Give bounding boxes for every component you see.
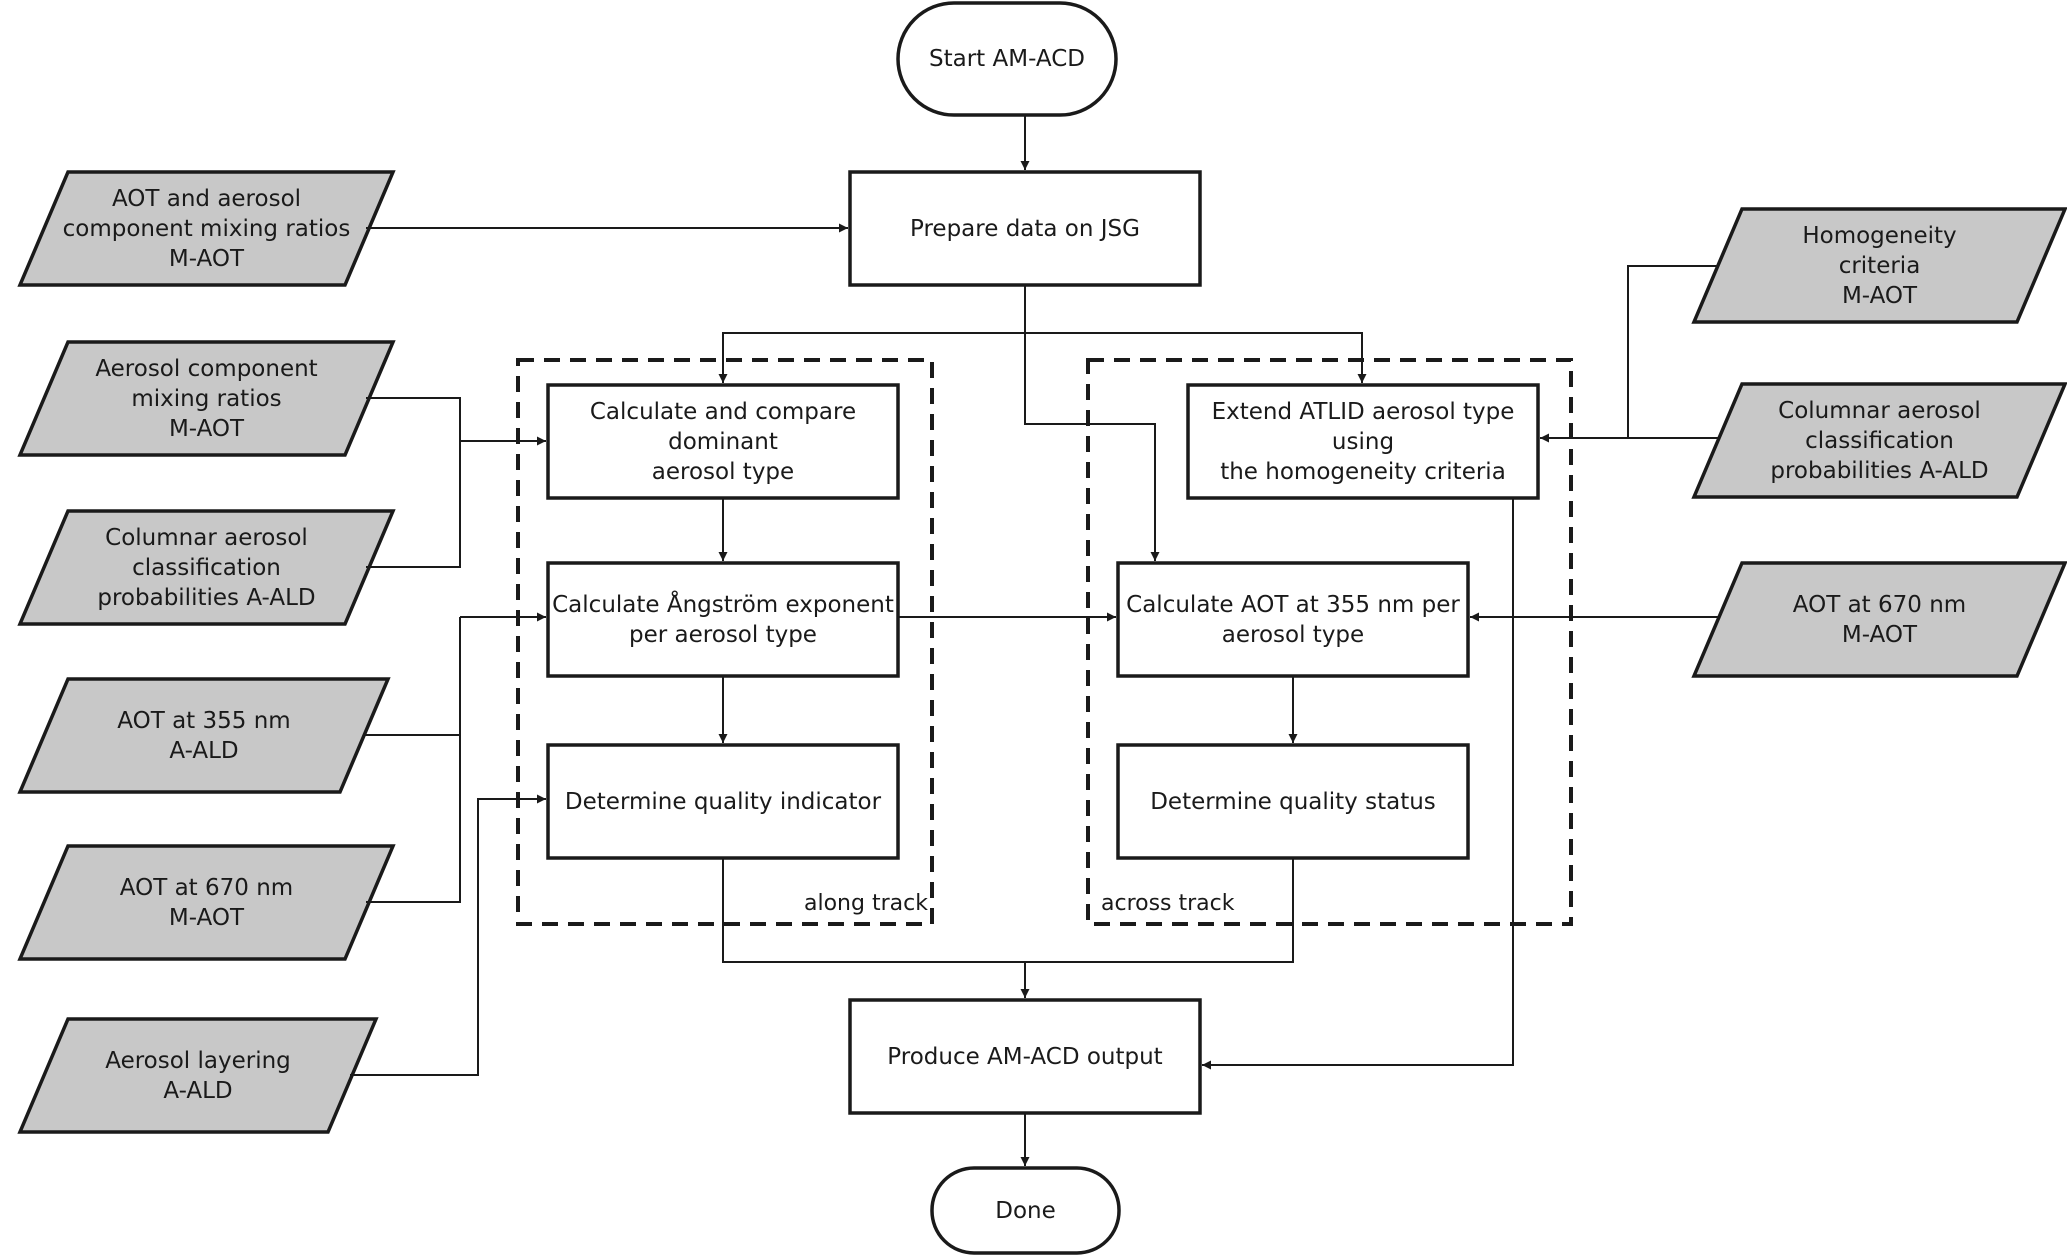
input-component-mixing-label: Aerosol component mixing ratios M-AOT xyxy=(95,355,318,442)
arrow-extend-output xyxy=(1202,498,1514,1070)
angstrom-box xyxy=(546,561,900,678)
input-homogeneity-label: Homogeneity criteria M-AOT xyxy=(1802,222,1957,309)
extend-box xyxy=(1186,383,1540,500)
across-track-caption: across track xyxy=(1101,891,1235,916)
dominant-label: Calculate and compare dominant aerosol t… xyxy=(589,398,857,485)
line-aot355-ald xyxy=(364,617,461,736)
input-aot670-right-label: AOT at 670 nm M-AOT xyxy=(1792,591,1967,648)
start-terminal xyxy=(896,1,1118,117)
line-homogeneity xyxy=(1627,265,1718,438)
input-homogeneity-shape xyxy=(1691,207,2067,324)
arrow-prepare-across xyxy=(1025,332,1367,383)
arrow-prepare-along xyxy=(718,285,1026,383)
start-label: Start AM-ACD xyxy=(929,46,1085,72)
prepare-label: Prepare data on JSG xyxy=(910,215,1140,242)
input-columnar-left-label: Columnar aerosol classification probabil… xyxy=(97,524,316,611)
along-track-group xyxy=(516,358,934,926)
quality-indicator-label: Determine quality indicator xyxy=(564,788,882,815)
extend-label: Extend ATLID aerosol type using the homo… xyxy=(1211,398,1515,485)
input-aot-mixing-label: AOT and aerosol component mixing ratios … xyxy=(62,185,351,272)
input-columnar-left-shape xyxy=(17,509,396,626)
input-columnar-right-label: Columnar aerosol classification probabil… xyxy=(1770,397,1989,484)
line-columnar-left xyxy=(366,441,461,568)
line-quality-indicator xyxy=(722,858,1294,963)
input-layering-shape xyxy=(17,1017,379,1134)
input-aot670-right-shape xyxy=(1691,561,2067,678)
input-aot355-ald-label: AOT at 355 nm A-ALD xyxy=(117,707,291,764)
input-aot670-left-shape xyxy=(17,844,396,961)
input-layering-label: Aerosol layering A-ALD xyxy=(105,1047,291,1104)
line-aot670-left xyxy=(366,617,461,903)
prepare-box xyxy=(848,170,1202,287)
angstrom-label: Calculate Ångström exponent per aerosol … xyxy=(552,591,894,648)
dominant-box xyxy=(546,383,900,500)
input-aot670-left-label: AOT at 670 nm M-AOT xyxy=(119,874,294,931)
across-track-group xyxy=(1086,358,1573,926)
line-component-mixing xyxy=(366,397,461,441)
arrow-layering-quality xyxy=(350,794,546,1076)
done-terminal xyxy=(930,1166,1121,1255)
input-aot-mixing-shape xyxy=(17,170,396,287)
aot355-label: Calculate AOT at 355 nm per aerosol type xyxy=(1126,591,1460,648)
along-track-caption: along track xyxy=(804,891,928,916)
input-component-mixing-shape xyxy=(17,340,396,457)
output-box xyxy=(848,998,1202,1115)
input-columnar-right-shape xyxy=(1691,382,2067,499)
arrow-prepare-aot355 xyxy=(1024,285,1160,561)
output-label: Produce AM-ACD output xyxy=(887,1043,1163,1070)
input-aot355-ald-shape xyxy=(17,677,391,794)
quality-status-label: Determine quality status xyxy=(1150,788,1436,815)
done-label: Done xyxy=(995,1197,1056,1224)
